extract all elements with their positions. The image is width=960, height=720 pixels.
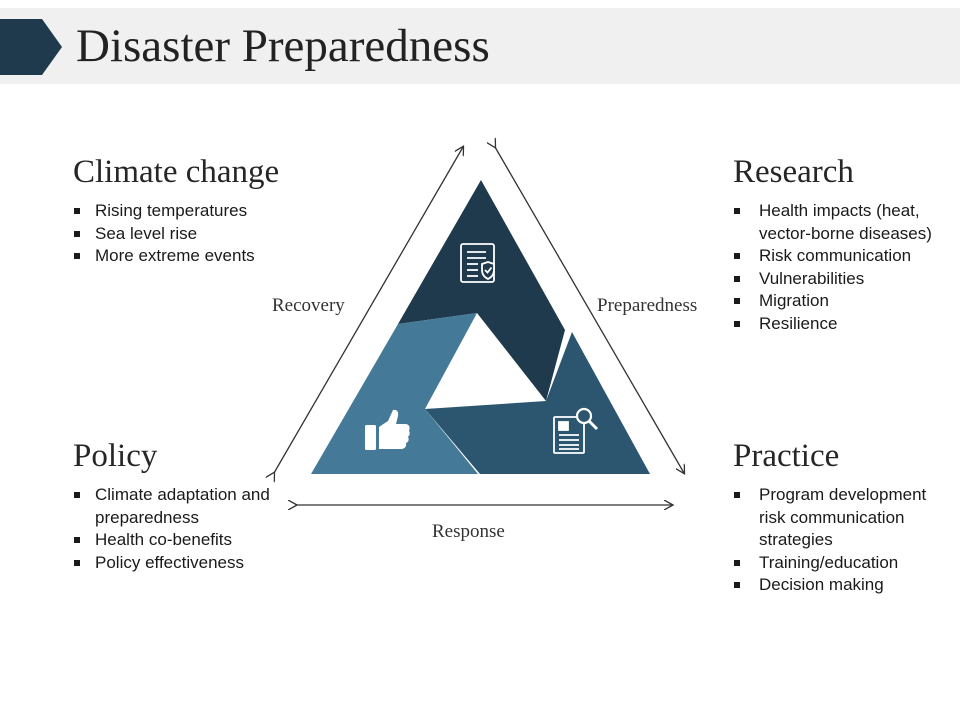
climate-change-heading: Climate change [73,154,280,190]
policy-list: Climate adaptation and preparedness Heal… [73,484,273,574]
title-band [0,8,960,84]
research-section: Research Health impacts (heat, vector-bo… [733,152,943,335]
policy-heading: Policy [73,438,158,474]
list-item: Health impacts (heat, vector-borne disea… [733,200,943,245]
list-item: Climate adaptation and preparedness [73,484,273,529]
climate-change-list: Rising temperatures Sea level rise More … [73,200,273,268]
triangle-segment-left [311,313,478,474]
research-list: Health impacts (heat, vector-borne disea… [733,200,943,335]
list-item: Rising temperatures [73,200,273,223]
thumbs-up-icon [365,409,410,450]
list-item: Policy effectiveness [73,552,273,575]
list-item: Training/education [733,552,943,575]
climate-change-section: Climate change Rising temperatures Sea l… [73,152,280,268]
list-item: Decision making [733,574,943,597]
practice-list: Program development risk communication s… [733,484,943,597]
newspaper-search-icon [553,407,599,454]
title-chevron [0,19,62,75]
policy-section: Policy Climate adaptation and preparedne… [73,436,273,574]
response-label: Response [432,521,505,542]
preparedness-label: Preparedness [597,295,697,316]
list-item: Resilience [733,313,943,336]
list-item: Risk communication [733,245,943,268]
recovery-arrow [274,147,463,473]
triangle-segment-right [425,332,650,474]
practice-section: Practice Program development risk commun… [733,436,943,597]
page-title: Disaster Preparedness [76,20,490,72]
list-item: Migration [733,290,943,313]
triangle-segment-top [398,180,565,401]
preparedness-arrow [495,147,684,473]
list-item: Program development risk communication s… [733,484,943,552]
list-item: Sea level rise [73,223,273,246]
document-shield-icon [460,243,495,283]
practice-heading: Practice [733,438,840,474]
list-item: More extreme events [73,245,273,268]
list-item: Vulnerabilities [733,268,943,291]
research-heading: Research [733,154,854,190]
recovery-label: Recovery [272,295,345,316]
list-item: Health co-benefits [73,529,273,552]
